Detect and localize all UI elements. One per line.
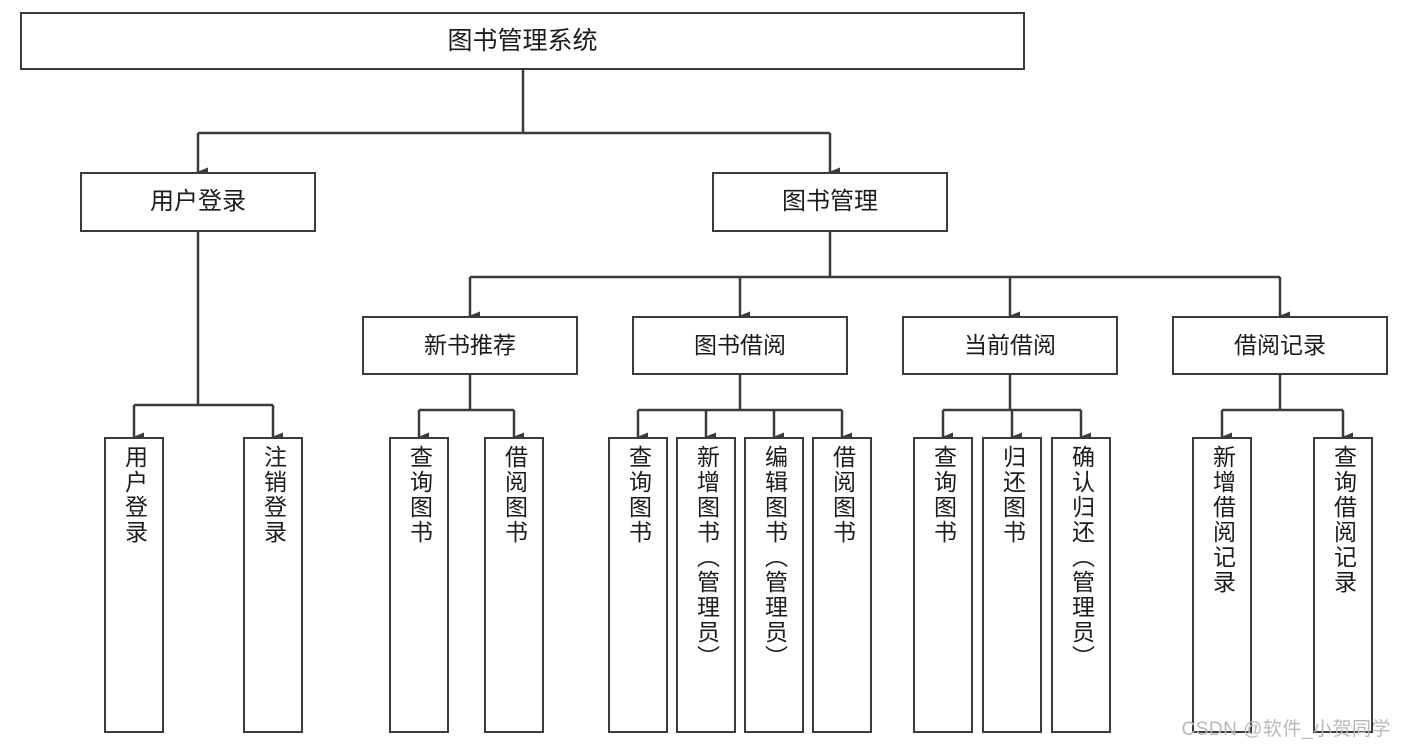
node-leaf-query-book-current: 查询图书 bbox=[913, 437, 973, 733]
node-label-new-book-recommend: 新书推荐 bbox=[424, 332, 516, 359]
node-leaf-borrow-book: 借阅图书 bbox=[812, 437, 872, 733]
node-label-book-management: 图书管理 bbox=[782, 188, 878, 216]
node-current-borrow: 当前借阅 bbox=[902, 316, 1118, 375]
connectors-group bbox=[132, 70, 1353, 442]
node-leaf-add-borrow-record: 新增借阅记录 bbox=[1192, 437, 1252, 733]
node-borrow-record: 借阅记录 bbox=[1172, 316, 1388, 375]
node-label-leaf-borrow-book-new: 借阅图书 bbox=[501, 445, 528, 545]
node-leaf-user-login: 用户登录 bbox=[104, 437, 164, 733]
node-label-leaf-query-borrow-record: 查询借阅记录 bbox=[1330, 445, 1357, 595]
node-label-leaf-return-book: 归还图书 bbox=[999, 445, 1026, 545]
node-user-login: 用户登录 bbox=[80, 172, 316, 232]
node-label-root: 图书管理系统 bbox=[447, 26, 598, 55]
node-label-leaf-add-book-admin: 新增图书（管理员） bbox=[693, 445, 720, 670]
node-label-leaf-query-book-current: 查询图书 bbox=[930, 445, 957, 545]
node-new-book-recommend: 新书推荐 bbox=[362, 316, 578, 375]
node-leaf-confirm-return-admin: 确认归还（管理员） bbox=[1051, 437, 1111, 733]
node-label-leaf-user-login: 用户登录 bbox=[121, 445, 148, 545]
node-label-leaf-add-borrow-record: 新增借阅记录 bbox=[1209, 445, 1236, 595]
node-book-borrow: 图书借阅 bbox=[632, 316, 848, 375]
node-label-book-borrow: 图书借阅 bbox=[694, 332, 786, 359]
node-leaf-borrow-book-new: 借阅图书 bbox=[484, 437, 544, 733]
node-label-leaf-query-book-new: 查询图书 bbox=[406, 445, 433, 545]
node-leaf-query-borrow-record: 查询借阅记录 bbox=[1313, 437, 1373, 733]
node-label-leaf-edit-book-admin: 编辑图书（管理员） bbox=[761, 445, 788, 670]
node-label-borrow-record: 借阅记录 bbox=[1234, 332, 1326, 359]
node-book-management: 图书管理 bbox=[712, 172, 948, 232]
node-root: 图书管理系统 bbox=[20, 12, 1025, 70]
node-leaf-query-book-borrow: 查询图书 bbox=[608, 437, 668, 733]
node-label-leaf-confirm-return-admin: 确认归还（管理员） bbox=[1068, 445, 1095, 670]
node-leaf-user-logout: 注销登录 bbox=[243, 437, 303, 733]
node-label-leaf-query-book-borrow: 查询图书 bbox=[625, 445, 652, 545]
node-label-current-borrow: 当前借阅 bbox=[964, 332, 1056, 359]
node-label-leaf-user-logout: 注销登录 bbox=[260, 445, 287, 545]
node-leaf-return-book: 归还图书 bbox=[982, 437, 1042, 733]
node-label-user-login: 用户登录 bbox=[150, 188, 246, 216]
watermark-label: CSDN @软件_小贺同学 bbox=[1181, 719, 1391, 740]
node-leaf-add-book-admin: 新增图书（管理员） bbox=[676, 437, 736, 733]
node-leaf-edit-book-admin: 编辑图书（管理员） bbox=[744, 437, 804, 733]
node-leaf-query-book-new: 查询图书 bbox=[389, 437, 449, 733]
node-label-leaf-borrow-book: 借阅图书 bbox=[829, 445, 856, 545]
